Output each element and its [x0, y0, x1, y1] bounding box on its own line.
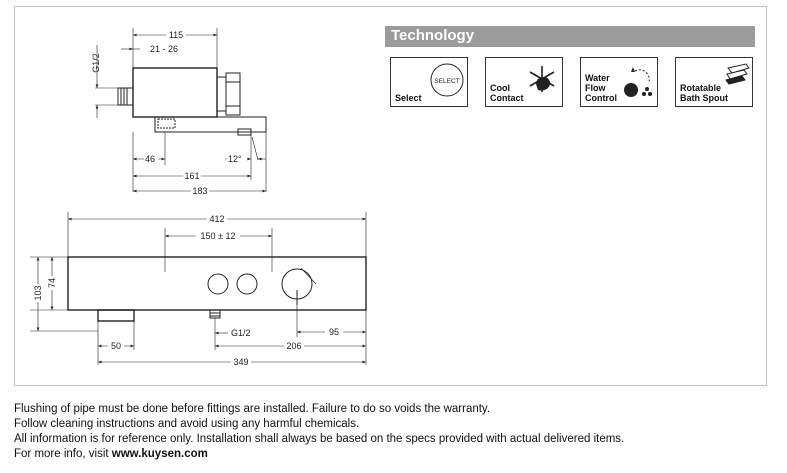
- dim-95: 95: [329, 327, 339, 337]
- rotatable-spout-icon: [725, 63, 750, 85]
- dim-g12-front: G1/2: [231, 328, 251, 338]
- water-drops-icon: [624, 67, 652, 97]
- tech-card-rotatable-spout: Rotatable Bath Spout: [675, 57, 753, 107]
- dim-12-degrees: 12°: [228, 154, 242, 164]
- dim-115: 115: [169, 30, 183, 40]
- tech-card-water-flow-control: Water Flow Control: [580, 57, 658, 107]
- dim-21-26: 21 - 26: [150, 44, 178, 54]
- technology-title: Technology: [391, 27, 475, 44]
- note-line-3: All information is for reference only. I…: [14, 433, 625, 445]
- note-line-2: Follow cleaning instructions and avoid u…: [14, 418, 360, 430]
- cool-contact-hand-icon: [529, 66, 555, 92]
- dim-50: 50: [111, 341, 121, 351]
- dim-161: 161: [184, 171, 199, 181]
- tech-label-select: Select: [395, 93, 422, 103]
- dim-g12-side: G1/2: [91, 53, 101, 73]
- side-view: [95, 28, 267, 193]
- tech-label-rotatable-spout: Rotatable Bath Spout: [680, 83, 728, 103]
- dim-206: 206: [286, 341, 301, 351]
- drawing-frame: [14, 6, 767, 386]
- dim-103: 103: [33, 285, 43, 300]
- notes-block: Flushing of pipe must be done before fit…: [14, 402, 624, 462]
- website-link[interactable]: www.kuysen.com: [111, 448, 208, 460]
- dim-74: 74: [47, 278, 57, 288]
- note-link-prefix: For more info, visit: [14, 448, 112, 460]
- note-line-1: Flushing of pipe must be done before fit…: [14, 403, 491, 415]
- dim-183: 183: [192, 186, 207, 196]
- note-line-4: For more info, visit www.kuysen.com: [14, 447, 624, 462]
- select-button-icon: SELECT: [430, 63, 464, 97]
- technology-header: Technology: [385, 26, 755, 47]
- tech-label-cool-contact: Cool Contact: [490, 83, 524, 103]
- tech-card-cool-contact: Cool Contact: [485, 57, 563, 107]
- tech-card-select: SELECT Select: [390, 57, 468, 107]
- dim-349: 349: [233, 357, 248, 367]
- tech-label-water-flow-control: Water Flow Control: [585, 73, 617, 103]
- dim-150: 150 ± 12: [201, 231, 236, 241]
- svg-text:SELECT: SELECT: [434, 78, 459, 85]
- dim-412: 412: [209, 214, 224, 224]
- dim-46: 46: [145, 154, 155, 164]
